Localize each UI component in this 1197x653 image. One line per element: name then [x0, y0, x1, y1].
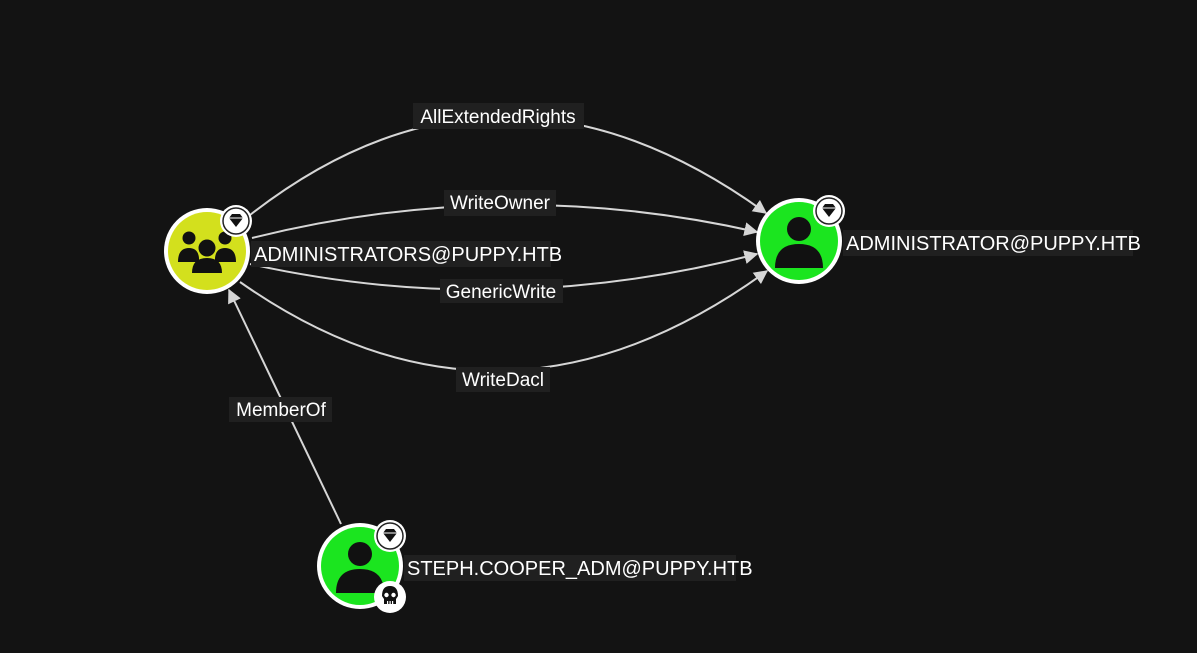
svg-text:GenericWrite: GenericWrite	[446, 282, 557, 303]
user-icon	[336, 542, 384, 593]
skull-badge	[374, 581, 406, 613]
skull-icon	[382, 586, 398, 604]
node-administrators-group[interactable]: ADMINISTRATORS@PUPPY.HTB	[164, 205, 562, 294]
svg-text:AllExtendedRights: AllExtendedRights	[420, 107, 575, 128]
node-label-administrators-group: ADMINISTRATORS@PUPPY.HTB	[254, 244, 562, 266]
node-label-administrator-user: ADMINISTRATOR@PUPPY.HTB	[846, 233, 1141, 255]
node-steph-cooper-adm-user[interactable]: STEPH.COOPER_ADM@PUPPY.HTB	[317, 520, 753, 613]
svg-text:WriteDacl: WriteDacl	[462, 370, 544, 391]
edge-label-member-of[interactable]: MemberOf	[229, 397, 332, 422]
users-group-icon	[178, 231, 236, 273]
svg-text:MemberOf: MemberOf	[236, 400, 326, 421]
edge-label-write-dacl[interactable]: WriteDacl	[456, 367, 550, 392]
node-label-steph-cooper-adm: STEPH.COOPER_ADM@PUPPY.HTB	[407, 558, 753, 580]
edge-label-generic-write[interactable]: GenericWrite	[440, 279, 563, 303]
edge-label-write-owner[interactable]: WriteOwner	[444, 190, 556, 216]
edge-label-all-extended-rights[interactable]: AllExtendedRights	[413, 103, 584, 129]
diamond-icon	[383, 529, 397, 542]
node-administrator-user[interactable]: ADMINISTRATOR@PUPPY.HTB	[756, 195, 1141, 284]
svg-text:WriteOwner: WriteOwner	[450, 193, 551, 214]
diamond-badge	[220, 205, 252, 237]
diamond-badge	[813, 195, 845, 227]
diamond-icon	[229, 214, 243, 227]
diamond-badge	[374, 520, 406, 552]
diamond-icon	[822, 204, 836, 217]
user-icon	[775, 217, 823, 268]
